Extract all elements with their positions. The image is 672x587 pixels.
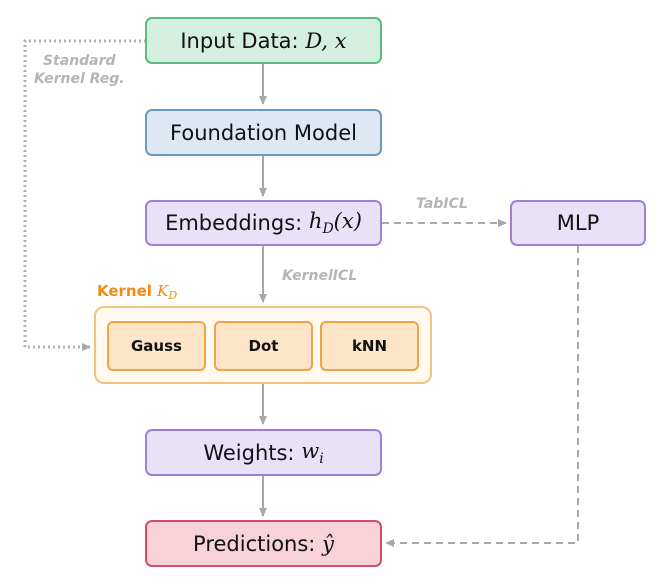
input-data-math: D, x — [305, 28, 347, 53]
kernel-item-label: Dot — [248, 337, 279, 355]
edge-label-standard: Standard Kernel Reg. — [34, 52, 125, 88]
input-data-node: Input Data: D, x — [145, 17, 382, 64]
embeddings-math-sub: D — [322, 221, 334, 237]
weights-math-sub: i — [319, 450, 324, 467]
embeddings-math-main: h — [308, 209, 323, 233]
arrow-input-to-kernel-standard — [23, 39, 146, 351]
input-data-label: Input Data: — [180, 28, 299, 53]
foundation-model-label: Foundation Model — [170, 120, 357, 145]
kernel-title: Kernel KD — [97, 282, 177, 302]
weights-math: wi — [301, 439, 323, 467]
predictions-label: Predictions: — [193, 531, 316, 556]
kernel-title-math-main: K — [157, 282, 169, 300]
kernel-item-gauss: Gauss — [107, 321, 206, 371]
predictions-node: Predictions: ŷ — [145, 520, 382, 567]
arrow-mlp-to-predictions — [385, 246, 579, 547]
embeddings-math-tail: (x) — [333, 209, 362, 233]
weights-label: Weights: — [203, 440, 295, 465]
embeddings-node: Embeddings: hD(x) — [145, 200, 382, 246]
weights-node: Weights: wi — [145, 429, 382, 476]
embeddings-math: hD(x) — [309, 209, 362, 237]
kernel-item-label: Gauss — [131, 337, 182, 355]
kernel-title-text: Kernel — [97, 282, 152, 300]
predictions-math: ŷ — [322, 531, 334, 556]
edge-label-kernelicl: KernelICL — [282, 268, 358, 284]
foundation-model-node: Foundation Model — [145, 109, 382, 156]
edge-label-standard-line2: Kernel Reg. — [34, 71, 125, 87]
kernel-item-knn: kNN — [320, 321, 419, 371]
edge-label-tabicl: TabICL — [416, 196, 468, 212]
mlp-label: MLP — [556, 211, 600, 235]
mlp-node: MLP — [510, 200, 646, 246]
kernel-title-math-sub: D — [168, 289, 178, 302]
weights-math-main: w — [301, 438, 320, 463]
kernel-title-math: KD — [157, 282, 178, 302]
kernel-item-label: kNN — [351, 337, 388, 355]
embeddings-label: Embeddings: — [165, 211, 303, 235]
kernel-item-dot: Dot — [214, 321, 313, 371]
edge-label-standard-line1: Standard — [42, 53, 116, 69]
